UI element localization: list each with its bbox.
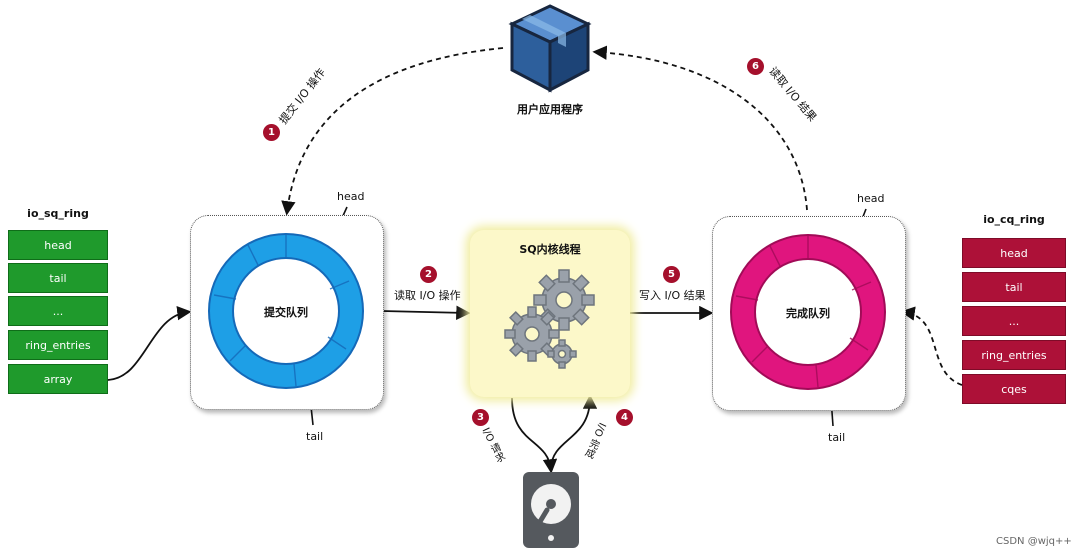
cq-tail-label: tail [828, 431, 846, 444]
hard-disk-icon [523, 472, 579, 548]
complete-queue-label: 完成队列 [786, 307, 830, 320]
step-5-badge: 5 [663, 266, 680, 283]
arrow-array-to-sq [107, 305, 192, 381]
sq-field-head: head [8, 230, 108, 260]
step-4-badge: 4 [616, 409, 633, 426]
sq-head-label: head [337, 190, 365, 203]
watermark: CSDN @wjq++ [996, 536, 1072, 547]
kernel-thread-label: SQ内核线程 [519, 243, 581, 256]
complete-queue-ring [730, 234, 886, 390]
sq-field-array: array [8, 364, 108, 394]
arrow-read-io-op [381, 305, 471, 320]
sq-field-ring-entries: ring_entries [8, 330, 108, 360]
sq-field-ellipsis: ... [8, 296, 108, 326]
cq-ring-fields: head tail ... ring_entries cqes [962, 238, 1066, 406]
step-5-label: 写入 I/O 结果 [639, 289, 706, 302]
cq-head-label: head [857, 192, 885, 205]
sq-tail-label: tail [306, 430, 324, 443]
cq-ring-title: io_cq_ring [983, 213, 1045, 226]
cq-field-ring-entries: ring_entries [962, 340, 1066, 370]
cq-field-head: head [962, 238, 1066, 268]
submit-queue-label: 提交队列 [264, 306, 308, 319]
submit-queue-ring [208, 233, 364, 389]
step-2-badge: 2 [420, 266, 437, 283]
cq-field-tail: tail [962, 272, 1066, 302]
step-3-badge: 3 [472, 409, 489, 426]
arrow-cqes-to-cq [900, 306, 963, 386]
step-6-badge: 6 [747, 58, 764, 75]
sq-ring-fields: head tail ... ring_entries array [8, 230, 108, 398]
arrow-io-request [511, 397, 558, 474]
sq-field-tail: tail [8, 263, 108, 293]
cq-field-ellipsis: ... [962, 306, 1066, 336]
gears-icon [504, 269, 595, 369]
arrow-read-result [592, 45, 808, 211]
application-cube-icon [508, 4, 592, 93]
sq-ring-title: io_sq_ring [27, 207, 89, 220]
step-1-badge: 1 [263, 124, 280, 141]
app-label: 用户应用程序 [517, 103, 583, 116]
arrow-submit-io [281, 47, 504, 216]
arrow-io-complete [550, 394, 598, 469]
step-2-label: 读取 I/O 操作 [394, 289, 461, 302]
cq-field-cqes: cqes [962, 374, 1066, 404]
